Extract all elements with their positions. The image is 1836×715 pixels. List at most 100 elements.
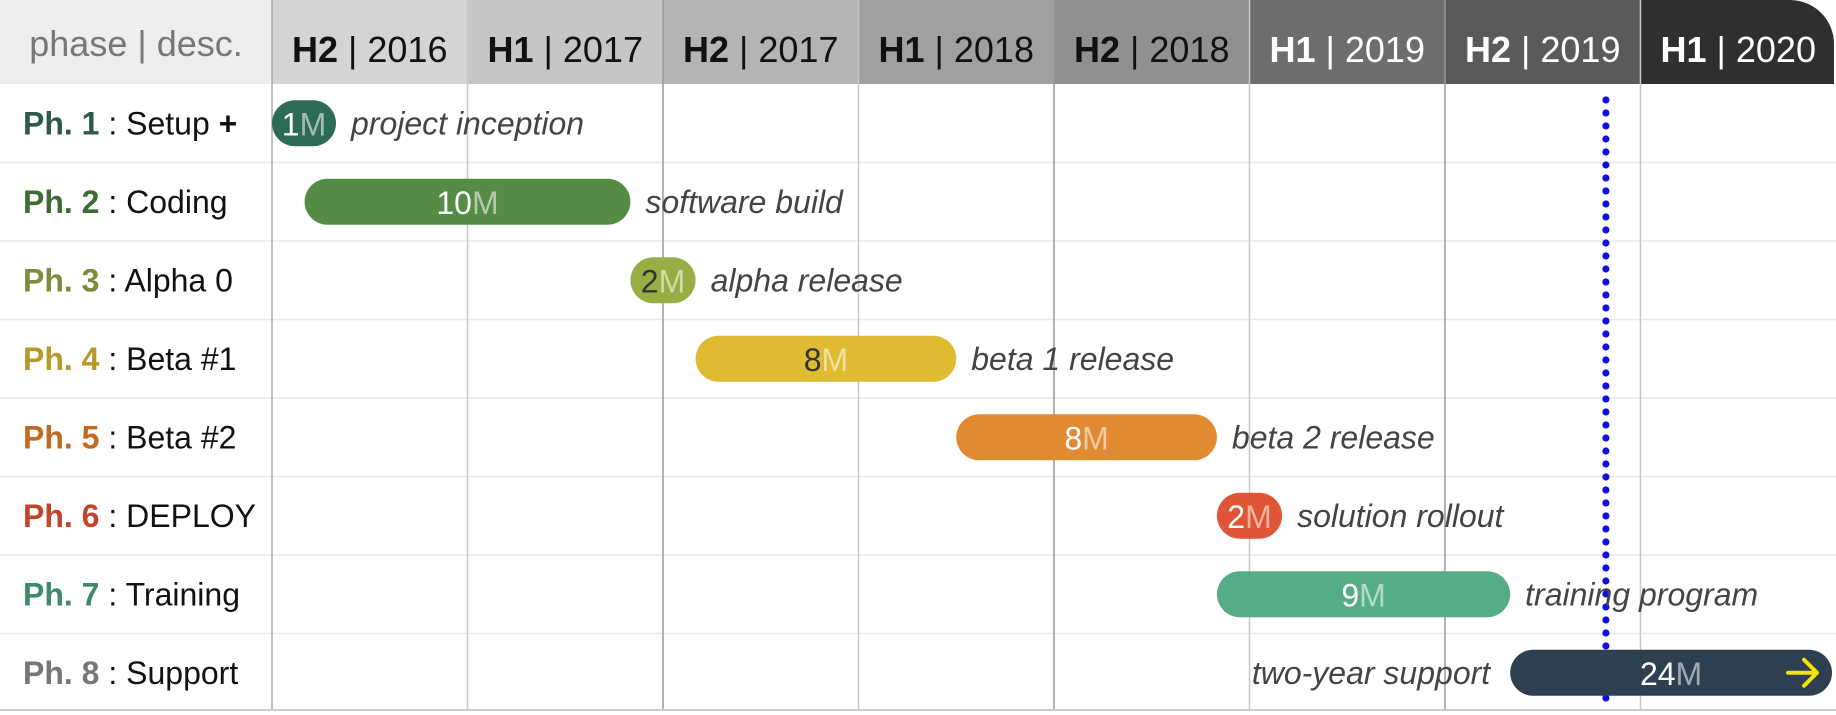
today-marker-dot xyxy=(1602,577,1610,585)
phase-label-6: Ph. 6 : DEPLOY xyxy=(23,498,256,534)
phase-duration-3: 2M xyxy=(641,263,685,299)
header-cell-0 xyxy=(272,0,468,84)
phase-description-8: two-year support xyxy=(1252,655,1491,691)
today-marker-dot xyxy=(1602,538,1610,546)
header-label-0: H2 | 2016 xyxy=(292,29,447,70)
header-cell-4 xyxy=(1054,0,1250,84)
today-marker-dot xyxy=(1602,694,1610,702)
today-marker-dot xyxy=(1602,642,1610,650)
phase-duration-8: 24M xyxy=(1640,656,1702,692)
today-marker xyxy=(1602,96,1610,702)
phase-duration-2: 10M xyxy=(436,185,498,221)
phase-description-3: alpha release xyxy=(711,262,903,298)
phase-bar-8 xyxy=(1510,649,1832,696)
phase-bar-5 xyxy=(956,414,1217,461)
phase-duration-4: 8M xyxy=(804,342,848,378)
phase-bar-2 xyxy=(304,178,631,225)
phase-description-7: training program xyxy=(1525,576,1758,612)
header-label-7: H1 | 2020 xyxy=(1661,29,1816,70)
phase-description-5: beta 2 release xyxy=(1232,419,1435,455)
today-marker-dot xyxy=(1602,551,1610,559)
today-marker-dot xyxy=(1602,460,1610,468)
today-marker-dot xyxy=(1602,603,1610,611)
today-marker-dot xyxy=(1602,616,1610,624)
today-marker-dot xyxy=(1602,590,1610,598)
header-cell-1 xyxy=(467,0,663,84)
phase-label-3: Ph. 3 : Alpha 0 xyxy=(23,262,233,298)
phase-duration-6: 2M xyxy=(1227,499,1271,535)
today-marker-dot xyxy=(1602,174,1610,182)
today-marker-dot xyxy=(1602,473,1610,481)
today-marker-dot xyxy=(1602,148,1610,156)
header-cell-6 xyxy=(1445,0,1641,84)
phase-bar-3 xyxy=(630,257,696,304)
today-marker-dot xyxy=(1602,486,1610,494)
today-marker-dot xyxy=(1602,512,1610,520)
today-marker-dot xyxy=(1602,382,1610,390)
today-marker-dot xyxy=(1602,343,1610,351)
header-label-1: H1 | 2017 xyxy=(488,29,643,70)
phase-label-7: Ph. 7 : Training xyxy=(23,576,240,612)
today-marker-dot xyxy=(1602,252,1610,260)
today-marker-dot xyxy=(1602,239,1610,247)
today-marker-dot xyxy=(1602,278,1610,286)
today-marker-dot xyxy=(1602,122,1610,130)
today-marker-dot xyxy=(1602,395,1610,403)
phase-duration-5: 8M xyxy=(1064,420,1108,456)
header-cell-7 xyxy=(1640,0,1834,84)
today-marker-dot xyxy=(1602,213,1610,221)
phase-bar-6 xyxy=(1216,492,1283,539)
corner-cell xyxy=(0,0,272,84)
today-marker-dot xyxy=(1602,421,1610,429)
today-marker-dot xyxy=(1602,330,1610,338)
today-marker-dot xyxy=(1602,356,1610,364)
header-label-6: H2 | 2019 xyxy=(1465,29,1620,70)
header-label-3: H1 | 2018 xyxy=(879,29,1034,70)
header-label-2: H2 | 2017 xyxy=(683,29,838,70)
today-marker-dot xyxy=(1602,434,1610,442)
phase-bar-1 xyxy=(272,100,336,147)
corner-label: phase | desc. xyxy=(29,23,243,64)
today-marker-dot xyxy=(1602,96,1610,104)
today-marker-dot xyxy=(1602,629,1610,637)
phase-description-2: software build xyxy=(645,184,844,220)
today-marker-dot xyxy=(1602,109,1610,117)
today-marker-dot xyxy=(1602,161,1610,169)
phase-description-4: beta 1 release xyxy=(971,341,1174,377)
today-marker-dot xyxy=(1602,200,1610,208)
today-marker-dot xyxy=(1602,291,1610,299)
today-marker-dot xyxy=(1602,369,1610,377)
header-label-5: H1 | 2019 xyxy=(1270,29,1425,70)
phase-description-6: solution rollout xyxy=(1297,498,1504,534)
phase-duration-7: 9M xyxy=(1341,577,1385,613)
today-marker-dot xyxy=(1602,408,1610,416)
today-marker-dot xyxy=(1602,187,1610,195)
phase-description-1: project inception xyxy=(350,105,584,141)
today-marker-dot xyxy=(1602,447,1610,455)
phase-label-4: Ph. 4 : Beta #1 xyxy=(23,341,236,377)
phase-label-2: Ph. 2 : Coding xyxy=(23,184,228,220)
header-cell-5 xyxy=(1249,0,1445,84)
header-label-4: H2 | 2018 xyxy=(1074,29,1229,70)
today-marker-dot xyxy=(1602,317,1610,325)
today-marker-dot xyxy=(1602,265,1610,273)
header-cell-3 xyxy=(858,0,1054,84)
phase-bar-7 xyxy=(1216,571,1511,618)
today-marker-dot xyxy=(1602,304,1610,312)
today-marker-dot xyxy=(1602,525,1610,533)
phase-label-1: Ph. 1 : Setup + xyxy=(23,105,237,141)
phase-duration-1: 1M xyxy=(282,106,326,142)
phase-bar-4 xyxy=(695,335,957,382)
phase-label-8: Ph. 8 : Support xyxy=(23,655,238,691)
today-marker-dot xyxy=(1602,499,1610,507)
continue-arrow-icon xyxy=(1786,657,1819,688)
phase-label-5: Ph. 5 : Beta #2 xyxy=(23,419,236,455)
header-cell-2 xyxy=(663,0,859,84)
timeline-header: H2 | 2016 H1 | 2017 H2 | 2017 H1 | 2018 H2 |… xyxy=(272,0,1834,84)
today-marker-dot xyxy=(1602,135,1610,143)
today-marker-dot xyxy=(1602,226,1610,234)
today-marker-dot xyxy=(1602,564,1610,572)
